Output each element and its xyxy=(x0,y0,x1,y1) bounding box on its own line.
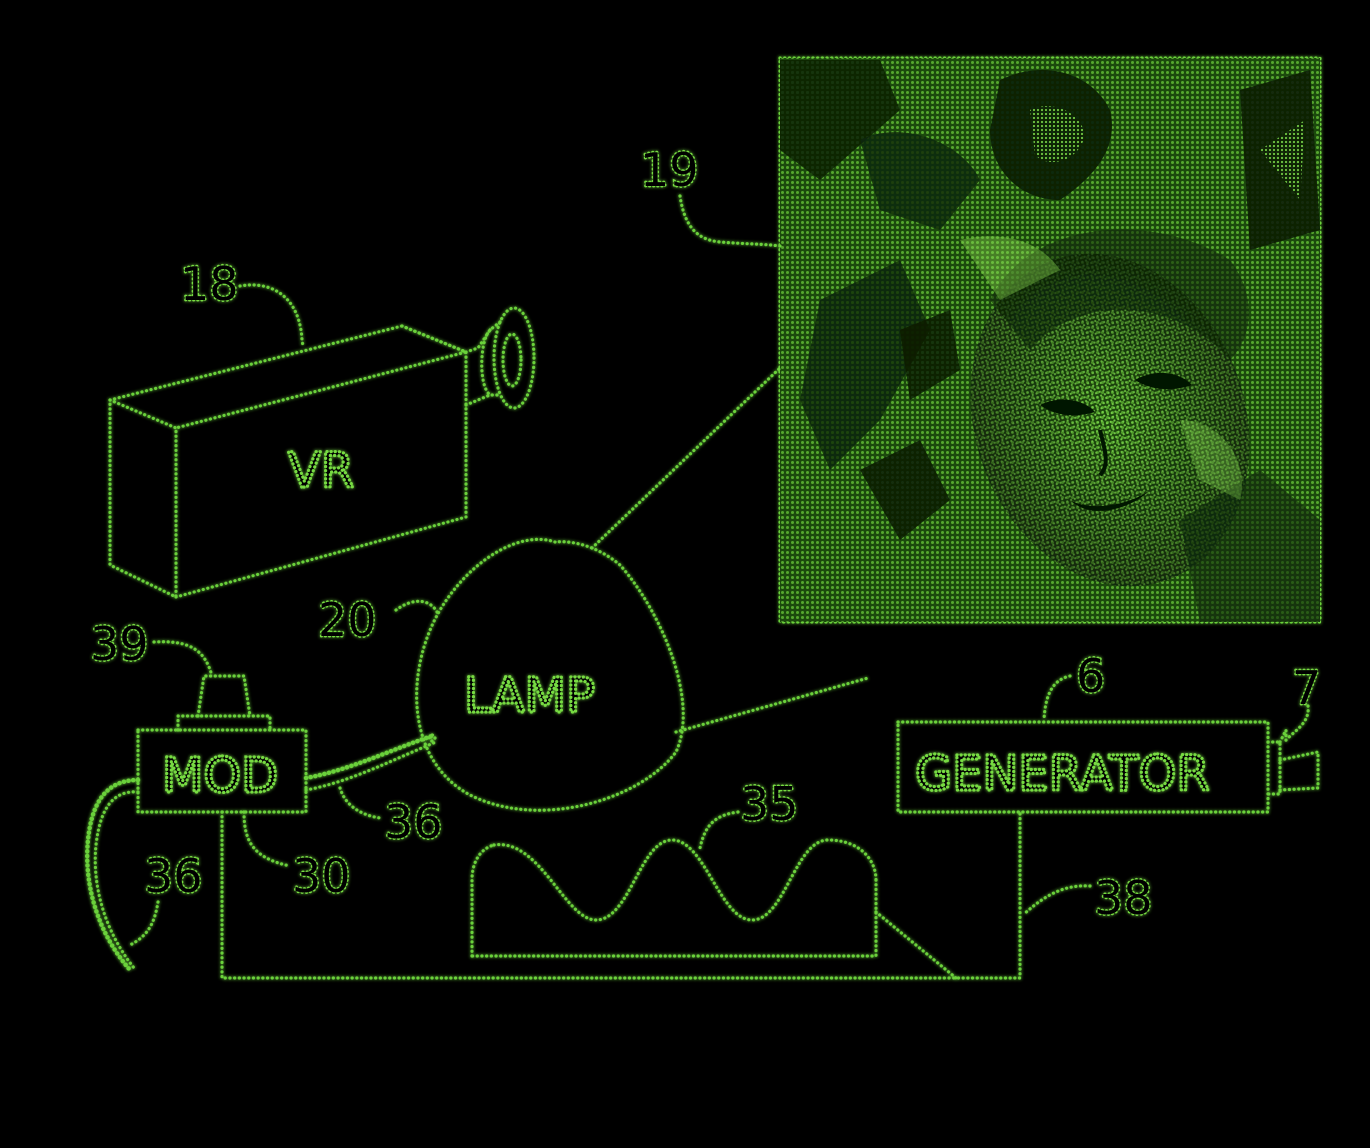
sine-wave xyxy=(492,838,878,922)
numeral-generator-plug: 7 xyxy=(1292,661,1321,715)
numeral-camera: 18 xyxy=(180,257,239,311)
knob-leader-line xyxy=(152,640,214,678)
numeral-modulator: 30 xyxy=(292,849,351,903)
display-screen xyxy=(678,56,1322,624)
cables xyxy=(85,733,438,973)
lamp: LAMP xyxy=(394,366,870,812)
camera: VR xyxy=(108,283,536,599)
reference-numerals: 18 19 20 39 30 36 36 35 6 7 38 xyxy=(89,142,1323,927)
generator-label: GENERATOR xyxy=(915,746,1210,802)
lamp-leader-line xyxy=(394,599,440,616)
waveform-box xyxy=(470,843,878,958)
plug-leader-line xyxy=(1286,704,1310,740)
numeral-generator: 6 xyxy=(1076,649,1105,703)
generator-box xyxy=(896,720,1270,814)
numeral-waveform: 35 xyxy=(740,777,799,831)
numeral-cable-left: 36 xyxy=(144,849,203,903)
mod-leader-line xyxy=(242,810,292,868)
numeral-lamp: 20 xyxy=(318,593,377,647)
numeral-screen: 19 xyxy=(640,143,699,197)
lamp-label: LAMP xyxy=(464,668,595,724)
waveform-leader-line xyxy=(698,810,740,850)
modulator: MOD xyxy=(136,640,308,868)
lamp-bulb xyxy=(415,537,685,812)
return-wire xyxy=(220,810,1022,980)
numeral-ground-wire: 38 xyxy=(1094,871,1153,925)
generator: GENERATOR xyxy=(896,674,1320,814)
camera-label: VR xyxy=(288,443,354,499)
projection-line-upper xyxy=(590,366,782,550)
waveform xyxy=(470,810,878,958)
cable-mod-to-lamp xyxy=(303,733,435,781)
generator-plug xyxy=(1266,728,1320,796)
screen-leader-line xyxy=(678,194,782,248)
cable-left xyxy=(85,777,141,973)
numeral-knob: 39 xyxy=(90,617,149,671)
mod-label: MOD xyxy=(162,748,278,804)
halftone-face-image xyxy=(780,58,1320,622)
wire-leader-line xyxy=(1022,884,1092,916)
mod-knob xyxy=(176,674,272,732)
projection-line-lower xyxy=(674,676,870,734)
camera-leader-line xyxy=(238,283,305,348)
numeral-cable-right: 36 xyxy=(384,795,443,849)
circuit-wiring xyxy=(220,810,1092,980)
generator-leader-line xyxy=(1042,674,1072,722)
